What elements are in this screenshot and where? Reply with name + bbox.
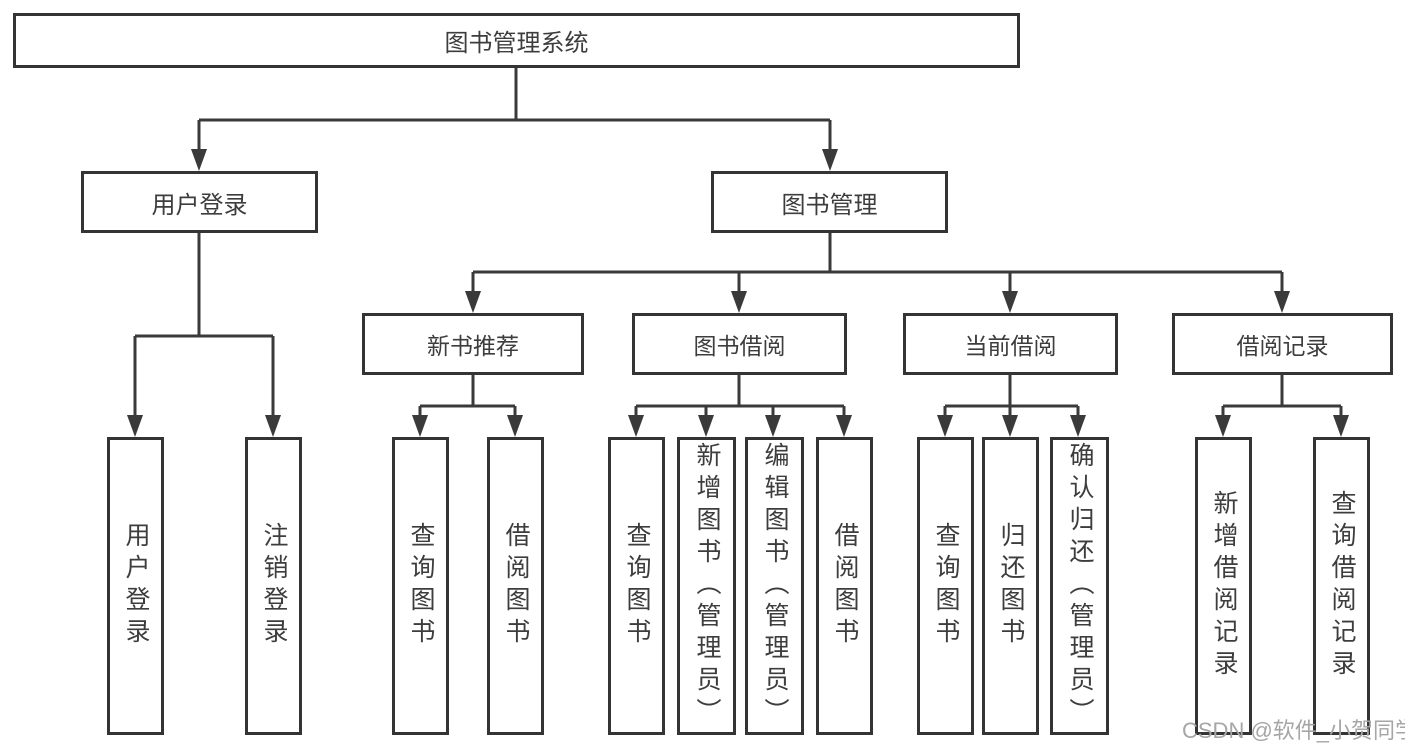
node-user-login-label: 用户登录 bbox=[151, 191, 248, 219]
node-book-borrow: 图书借阅 bbox=[632, 313, 847, 375]
node-user-login: 用户登录 bbox=[81, 171, 318, 233]
leaf-newbook-borrow-label: 借阅图书 bbox=[502, 522, 530, 650]
leaf-current-query: 查询图书 bbox=[917, 437, 974, 735]
leaf-record-query-label: 查询借阅记录 bbox=[1328, 490, 1356, 682]
leaf-logout-label: 注销登录 bbox=[260, 522, 288, 650]
node-book-borrow-label: 图书借阅 bbox=[693, 333, 786, 359]
node-borrow-records: 借阅记录 bbox=[1172, 313, 1393, 375]
leaf-user-login: 用户登录 bbox=[107, 437, 164, 735]
leaf-current-confirm-return-label: 确认归还（管理员） bbox=[1066, 442, 1094, 730]
node-root-label: 图书管理系统 bbox=[444, 30, 589, 57]
leaf-borrow-edit: 编辑图书（管理员） bbox=[745, 437, 804, 735]
node-current-borrow: 当前借阅 bbox=[903, 313, 1118, 375]
csdn-watermark: CSDN @软件_小贺同学 bbox=[1182, 718, 1405, 743]
leaf-user-login-label: 用户登录 bbox=[122, 522, 150, 650]
leaf-borrow-query: 查询图书 bbox=[608, 437, 665, 735]
node-current-borrow-label: 当前借阅 bbox=[964, 333, 1057, 359]
leaf-newbook-query-label: 查询图书 bbox=[407, 522, 435, 650]
leaf-newbook-borrow: 借阅图书 bbox=[487, 437, 544, 735]
node-book-management: 图书管理 bbox=[711, 171, 948, 233]
leaf-borrow-add-label: 新增图书（管理员） bbox=[693, 442, 721, 730]
leaf-current-return-label: 归还图书 bbox=[997, 522, 1025, 650]
leaf-logout: 注销登录 bbox=[245, 437, 302, 735]
node-new-book-recommend: 新书推荐 bbox=[362, 313, 584, 375]
leaf-borrow-edit-label: 编辑图书（管理员） bbox=[761, 442, 789, 730]
arrowheads bbox=[127, 149, 1349, 437]
leaf-borrow-book-label: 借阅图书 bbox=[831, 522, 859, 650]
leaf-record-query: 查询借阅记录 bbox=[1313, 437, 1370, 735]
leaf-newbook-query: 查询图书 bbox=[392, 437, 449, 735]
leaf-record-add-label: 新增借阅记录 bbox=[1210, 490, 1238, 682]
leaf-borrow-book: 借阅图书 bbox=[816, 437, 873, 735]
node-new-book-recommend-label: 新书推荐 bbox=[427, 333, 519, 359]
leaf-current-return: 归还图书 bbox=[982, 437, 1039, 735]
node-borrow-records-label: 借阅记录 bbox=[1236, 333, 1329, 359]
leaf-current-query-label: 查询图书 bbox=[932, 522, 960, 650]
leaf-record-add: 新增借阅记录 bbox=[1195, 437, 1252, 735]
leaf-borrow-query-label: 查询图书 bbox=[623, 522, 651, 650]
node-root: 图书管理系统 bbox=[13, 13, 1020, 68]
node-book-management-label: 图书管理 bbox=[781, 191, 878, 219]
leaf-current-confirm-return: 确认归还（管理员） bbox=[1050, 437, 1109, 735]
leaf-borrow-add: 新增图书（管理员） bbox=[677, 437, 736, 735]
